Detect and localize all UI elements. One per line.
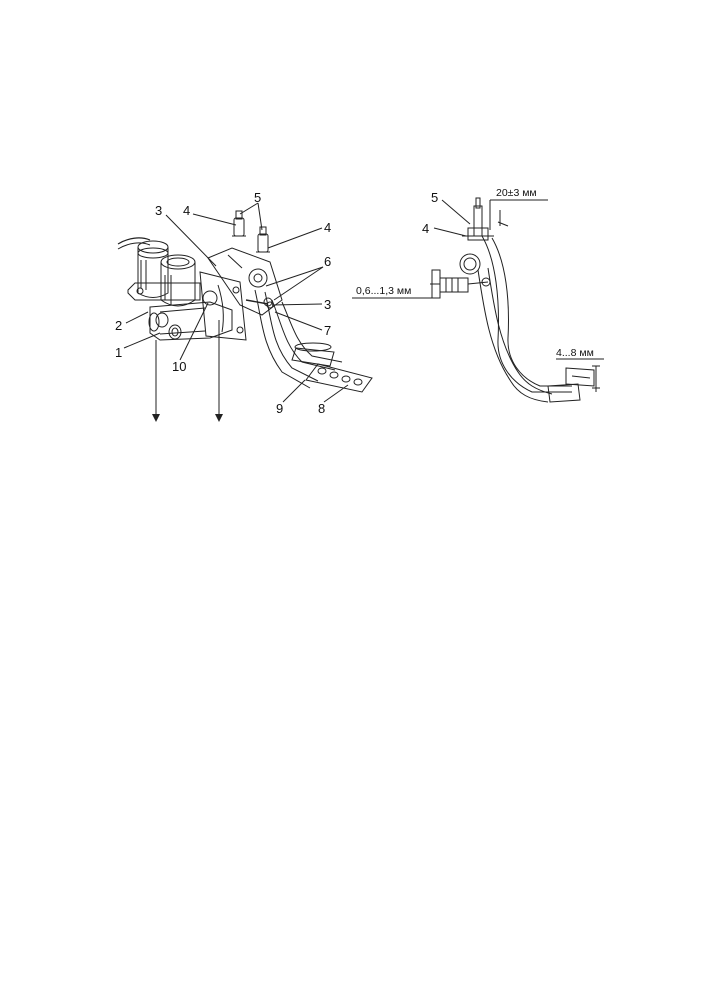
pedal-pad-9 xyxy=(291,342,335,367)
callout-9: 9 xyxy=(276,401,283,416)
right-annotations: 5 4 20±3 мм 0,6...1,3 мм 4...8 мм xyxy=(356,187,594,359)
reservoir-hose xyxy=(117,237,151,245)
callout-4-right: 4 xyxy=(324,220,331,235)
reservoir-bracket xyxy=(127,282,201,301)
callout-1: 1 xyxy=(115,345,122,360)
pedal-arm-rear xyxy=(481,235,572,393)
callout-10: 10 xyxy=(172,359,186,374)
dimension-20mm: 20±3 мм xyxy=(496,187,537,199)
mounting-plate xyxy=(199,271,247,341)
callout-4-left: 4 xyxy=(183,203,190,218)
left-callouts: 1 2 3 4 5 4 6 3 7 10 9 8 xyxy=(115,190,331,416)
pedal-arm-front xyxy=(477,269,549,403)
dimension-0-6-1-3mm: 0,6...1,3 мм xyxy=(356,285,411,297)
callout-2: 2 xyxy=(115,318,122,333)
callout-6: 6 xyxy=(324,254,331,269)
pedal-pad-front xyxy=(547,383,581,403)
port-fitting-1 xyxy=(168,324,182,340)
pedal-pad-rear xyxy=(565,367,595,387)
pivot-bushing xyxy=(459,253,481,275)
port-fitting-2 xyxy=(155,312,169,328)
callout-3-right: 3 xyxy=(324,297,331,312)
callout-5: 5 xyxy=(254,190,261,205)
stop-light-switches xyxy=(232,210,270,253)
switch-assembly xyxy=(462,197,494,241)
front-reservoir xyxy=(160,254,196,307)
callout-7: 7 xyxy=(324,323,331,338)
pedal-pad-8 xyxy=(305,363,373,393)
callout-4-right-fig: 4 xyxy=(422,221,429,236)
master-cylinder xyxy=(148,301,233,341)
callout-3-top: 3 xyxy=(155,203,162,218)
pushrod xyxy=(245,299,269,305)
right-pedal-figure xyxy=(352,197,604,403)
dimension-4-8mm: 4...8 мм xyxy=(556,347,594,359)
callout-5-right: 5 xyxy=(431,190,438,205)
left-assembly-figure xyxy=(117,202,373,422)
callout-8: 8 xyxy=(318,401,325,416)
